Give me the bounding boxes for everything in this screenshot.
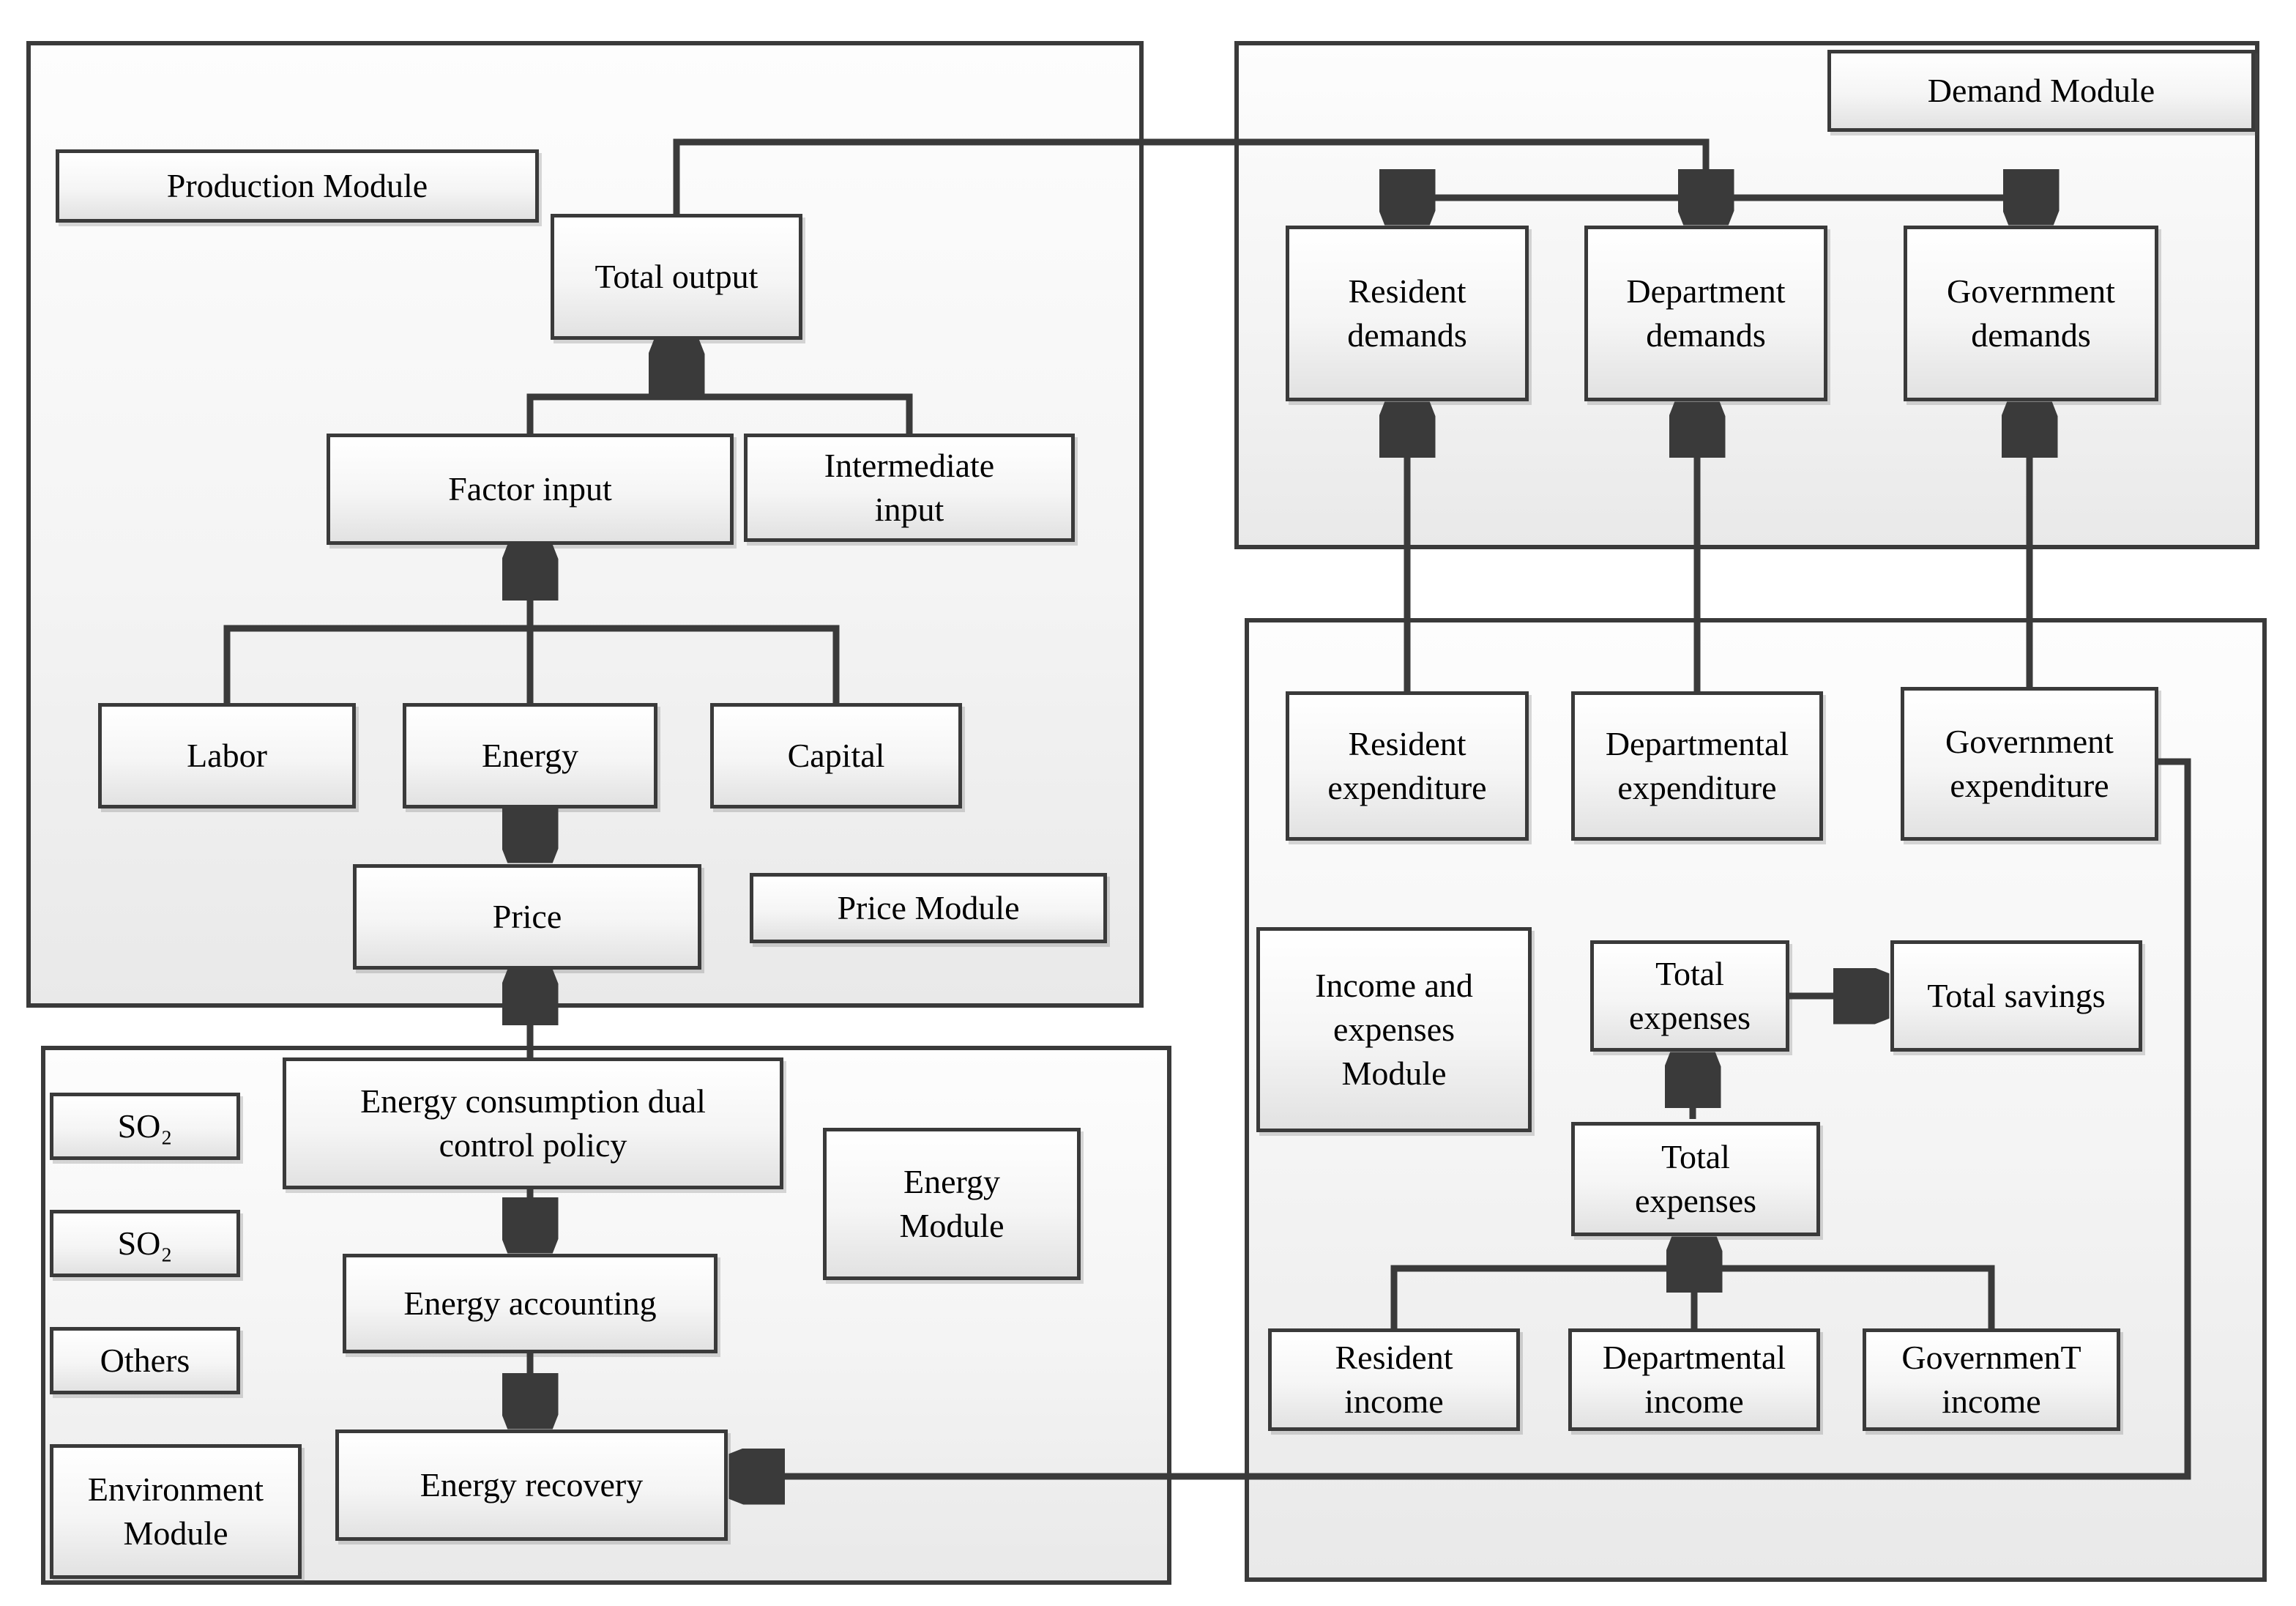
government-income-box: GovernmenT income [1863, 1328, 2120, 1431]
income-expenses-module-title: Income and expenses Module [1315, 967, 1473, 1092]
energy-dual-control-policy-label: Energy consumption dual control policy [360, 1082, 706, 1164]
environment-module-label-box: Environment Module [50, 1444, 302, 1579]
government-expenditure-box: Government expenditure [1901, 687, 2158, 841]
price-box: Price [353, 864, 701, 970]
resident-demands-box: Resident demands [1286, 226, 1529, 401]
energy-recovery-box: Energy recovery [335, 1430, 728, 1541]
others-box: Others [50, 1327, 240, 1394]
factor-input-box: Factor input [327, 434, 734, 545]
government-income-label: GovernmenT income [1901, 1339, 2081, 1420]
environment-module-title: Environment Module [87, 1471, 264, 1552]
total-savings-label: Total savings [1927, 977, 2106, 1015]
energy-accounting-label: Energy accounting [403, 1285, 657, 1323]
production-module-label-box: Production Module [56, 149, 539, 223]
total-savings-box: Total savings [1890, 940, 2142, 1052]
price-label: Price [492, 898, 562, 936]
resident-demands-label: Resident demands [1347, 272, 1467, 354]
total-expenses-top-box: Total expenses [1590, 940, 1789, 1052]
department-demands-label: Department demands [1626, 272, 1786, 354]
others-label: Others [100, 1342, 190, 1380]
departmental-expenditure-label: Departmental expenditure [1605, 725, 1789, 806]
demand-module-label-box: Demand Module [1827, 50, 2255, 132]
so2-box-1: SO₂ [50, 1093, 240, 1160]
income-expenses-module-label-box: Income and expenses Module [1256, 927, 1532, 1132]
energy-module-title: Energy Module [899, 1163, 1004, 1244]
so2-box-2: SO₂ [50, 1210, 240, 1277]
energy-module-label-box: Energy Module [823, 1128, 1081, 1280]
capital-label: Capital [787, 737, 885, 775]
total-expenses-top-label: Total expenses [1628, 955, 1751, 1036]
departmental-income-box: Departmental income [1568, 1328, 1820, 1431]
departmental-income-label: Departmental income [1602, 1339, 1786, 1420]
price-module-label-box: Price Module [750, 873, 1107, 943]
intermediate-input-label: Intermediate input [824, 447, 995, 528]
factor-input-label: Factor input [448, 470, 612, 508]
so2-label-2: SO₂ [117, 1224, 173, 1263]
resident-income-box: Resident income [1268, 1328, 1520, 1431]
intermediate-input-box: Intermediate input [744, 434, 1075, 542]
government-expenditure-label: Government expenditure [1945, 723, 2114, 804]
so2-label-1: SO₂ [117, 1107, 173, 1145]
price-module-title: Price Module [837, 889, 1020, 927]
government-demands-label: Government demands [1947, 272, 2115, 354]
resident-income-label: Resident income [1335, 1339, 1453, 1420]
total-output-box: Total output [551, 214, 802, 340]
energy-recovery-label: Energy recovery [420, 1466, 644, 1504]
total-expenses-bottom-box: Total expenses [1571, 1122, 1820, 1236]
department-demands-box: Department demands [1584, 226, 1827, 401]
capital-box: Capital [710, 703, 962, 808]
energy-dual-control-policy-box: Energy consumption dual control policy [283, 1057, 783, 1189]
resident-expenditure-box: Resident expenditure [1286, 691, 1529, 841]
production-module-title: Production Module [166, 167, 428, 205]
total-expenses-bottom-label: Total expenses [1634, 1138, 1757, 1219]
labor-label: Labor [187, 737, 267, 775]
energy-box: Energy [403, 703, 657, 808]
departmental-expenditure-box: Departmental expenditure [1571, 691, 1823, 841]
energy-label: Energy [481, 737, 578, 775]
energy-accounting-box: Energy accounting [343, 1254, 718, 1353]
demand-module-title: Demand Module [1927, 72, 2155, 110]
total-output-label: Total output [594, 258, 758, 296]
resident-expenditure-label: Resident expenditure [1327, 725, 1487, 806]
government-demands-box: Government demands [1904, 226, 2158, 401]
labor-box: Labor [98, 703, 356, 808]
